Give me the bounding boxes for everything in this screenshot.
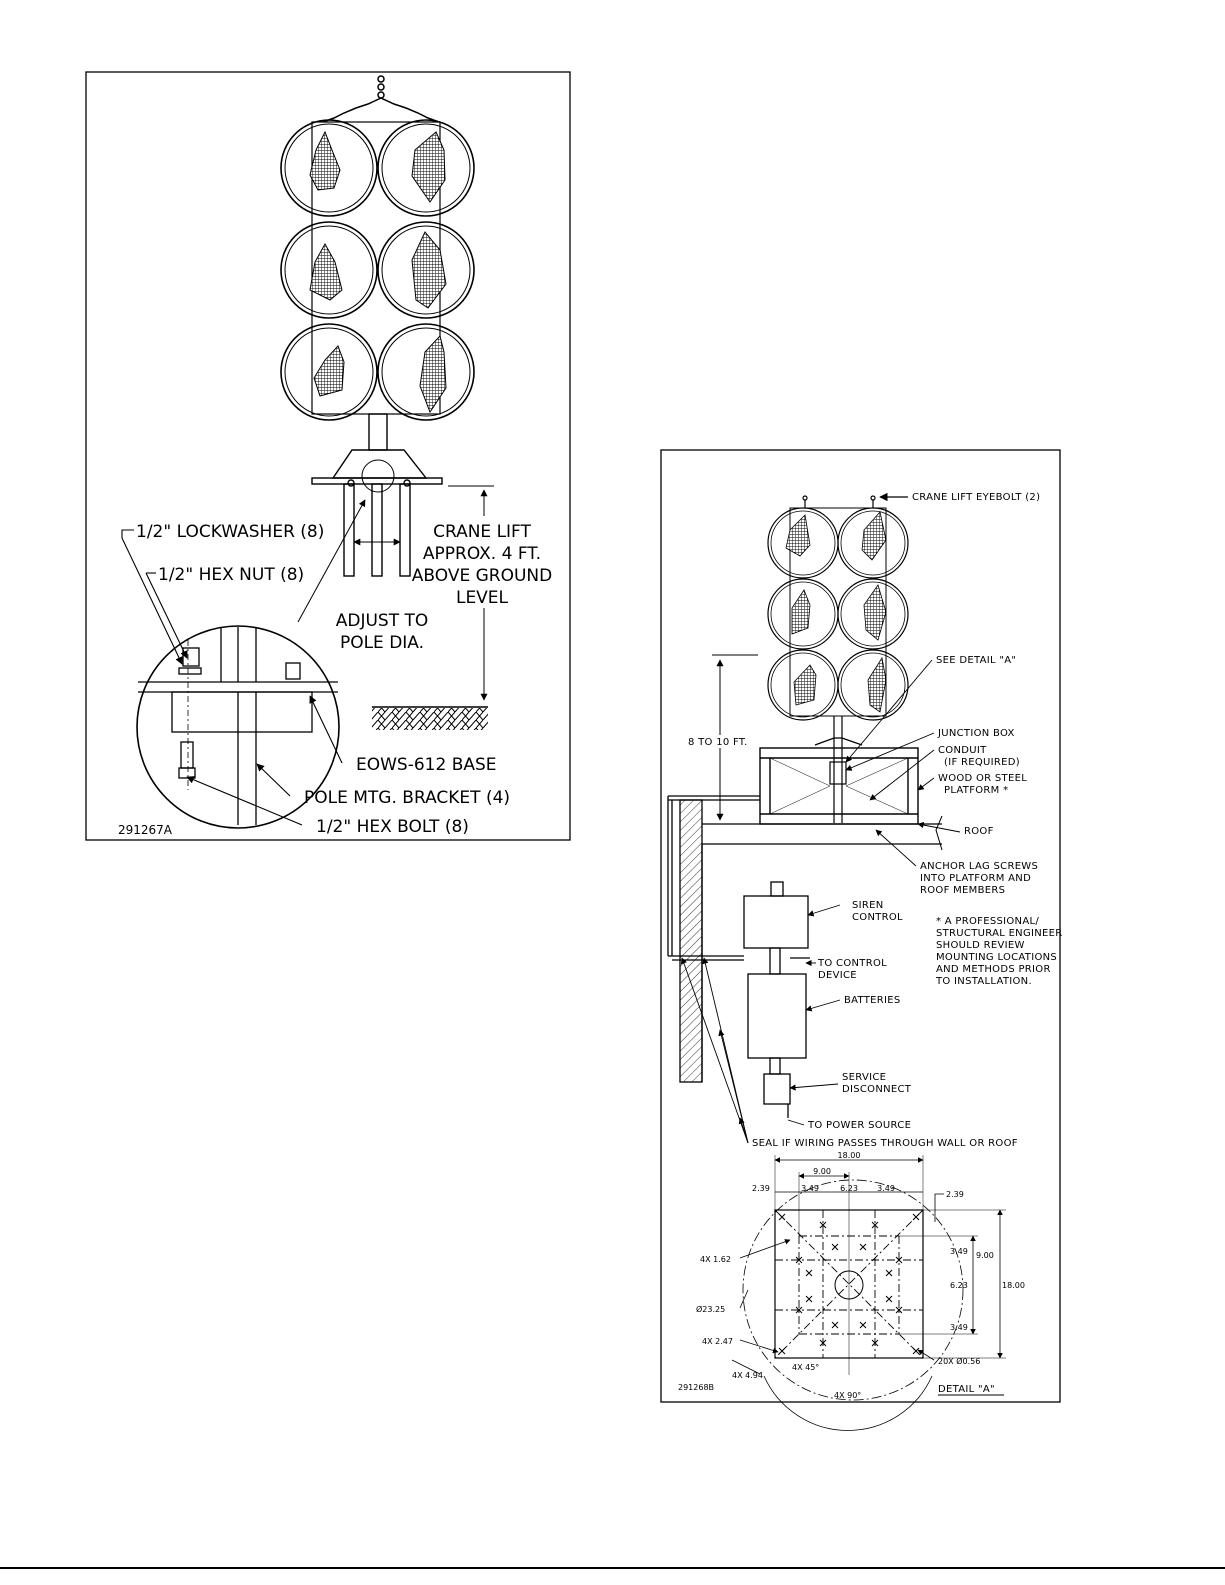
label-crane-lift-2: APPROX. 4 FT. bbox=[423, 544, 541, 564]
label-lockwasher: 1/2" LOCKWASHER (8) bbox=[136, 522, 324, 542]
dim-4x45: 4X 45° bbox=[792, 1363, 819, 1372]
label-base: EOWS-612 BASE bbox=[356, 755, 497, 775]
dim-239-right: 2.39 bbox=[946, 1190, 964, 1199]
lifting-chain bbox=[322, 75, 440, 123]
label-adjust-2: POLE DIA. bbox=[340, 633, 424, 653]
note-line-6: TO INSTALLATION. bbox=[935, 976, 1032, 987]
label-siren-1: SIREN bbox=[852, 900, 884, 911]
dim-dia-2325: Ø23.25 bbox=[696, 1304, 725, 1314]
figure-pole-mount: 1/2" LOCKWASHER (8) 1/2" HEX NUT (8) CRA… bbox=[85, 71, 571, 841]
detail-a bbox=[731, 1155, 1006, 1431]
label-hex-bolt: 1/2" HEX BOLT (8) bbox=[316, 817, 469, 837]
dim-349-a: 3.49 bbox=[801, 1184, 819, 1193]
junction-box bbox=[829, 761, 847, 785]
label-lag-3: ROOF MEMBERS bbox=[920, 885, 1005, 896]
battery-box bbox=[747, 973, 807, 1059]
dim-4x162: 4X 1.62 bbox=[700, 1255, 731, 1264]
dim-9-right: 9.00 bbox=[976, 1251, 994, 1260]
mast bbox=[814, 716, 863, 823]
note-line-3: SHOULD REVIEW bbox=[936, 940, 1025, 951]
figure-frame bbox=[85, 71, 571, 841]
platform bbox=[759, 747, 919, 825]
siren-array-2 bbox=[767, 507, 909, 721]
siren-control-box bbox=[743, 895, 809, 949]
label-control-2: DEVICE bbox=[818, 970, 857, 981]
dim-623-top: 6.23 bbox=[840, 1184, 858, 1193]
label-roof: ROOF bbox=[964, 826, 994, 837]
label-adjust-1: ADJUST TO bbox=[336, 611, 429, 631]
label-platform-2: PLATFORM * bbox=[944, 785, 1008, 796]
figure-roof-mount: CRANE LIFT EYEBOLT (2) SEE DETAIL "A" JU… bbox=[660, 449, 1063, 1431]
detail-title: DETAIL "A" bbox=[938, 1384, 995, 1395]
label-service-1: SERVICE bbox=[842, 1072, 886, 1083]
roof-wall bbox=[667, 795, 943, 1083]
label-bracket: POLE MTG. BRACKET (4) bbox=[304, 788, 510, 808]
eyebolts bbox=[802, 492, 908, 508]
label-conduit-2: (IF REQUIRED) bbox=[944, 757, 1020, 768]
label-eyebolt: CRANE LIFT EYEBOLT (2) bbox=[912, 492, 1040, 503]
label-see-detail: SEE DETAIL "A" bbox=[936, 655, 1016, 666]
label-power: TO POWER SOURCE bbox=[807, 1120, 911, 1131]
label-service-2: DISCONNECT bbox=[842, 1084, 912, 1095]
label-platform-1: WOOD OR STEEL bbox=[938, 773, 1027, 784]
control-boxes bbox=[743, 881, 810, 1118]
note-line-1: * A PROFESSIONAL/ bbox=[936, 916, 1039, 927]
label-siren-2: CONTROL bbox=[852, 912, 903, 923]
siren-array bbox=[280, 119, 475, 421]
dim-349-b: 3.49 bbox=[877, 1184, 895, 1193]
label-lag-2: INTO PLATFORM AND bbox=[920, 873, 1031, 884]
dim-18-right: 18.00 bbox=[1002, 1281, 1025, 1290]
dim-4x494: 4X 4.94 bbox=[732, 1371, 763, 1380]
label-crane-lift-1: CRANE LIFT bbox=[433, 522, 531, 542]
figure-frame-2 bbox=[660, 449, 1061, 1403]
note-line-4: MOUNTING LOCATIONS bbox=[936, 952, 1057, 963]
note-line-5: AND METHODS PRIOR bbox=[936, 964, 1051, 975]
pole-mount bbox=[311, 413, 443, 577]
label-height: 8 TO 10 FT. bbox=[688, 737, 748, 748]
label-junction-box: JUNCTION BOX bbox=[937, 728, 1015, 739]
label-crane-lift-3: ABOVE GROUND bbox=[412, 566, 552, 586]
drawing-id-2: 291268B bbox=[678, 1383, 714, 1392]
drawing-id-1: 291267A bbox=[118, 823, 173, 837]
service-disconnect-box bbox=[763, 1073, 791, 1105]
label-lag-1: ANCHOR LAG SCREWS bbox=[920, 861, 1038, 872]
label-batteries: BATTERIES bbox=[844, 995, 901, 1006]
label-conduit-1: CONDUIT bbox=[938, 745, 987, 756]
label-crane-lift-4: LEVEL bbox=[456, 588, 509, 608]
dim-4x247: 4X 2.47 bbox=[702, 1337, 733, 1346]
label-control-1: TO CONTROL bbox=[817, 958, 887, 969]
label-hex-nut: 1/2" HEX NUT (8) bbox=[158, 565, 304, 585]
note-line-2: STRUCTURAL ENGINEER bbox=[936, 928, 1063, 939]
ground-symbol bbox=[372, 708, 488, 730]
bolt-detail-circle bbox=[136, 499, 366, 829]
dim-4x90: 4X 90° bbox=[834, 1391, 861, 1400]
dim-349-r2: 3.49 bbox=[950, 1323, 968, 1332]
dim-623-right: 6.23 bbox=[950, 1281, 968, 1290]
dim-9-top: 9.00 bbox=[813, 1167, 831, 1176]
dim-18-top: 18.00 bbox=[838, 1151, 861, 1160]
label-seal: SEAL IF WIRING PASSES THROUGH WALL OR RO… bbox=[752, 1138, 1018, 1149]
dim-349-r1: 3.49 bbox=[950, 1247, 968, 1256]
dim-239-left: 2.39 bbox=[752, 1184, 770, 1193]
dim-20x: 20X Ø0.56 bbox=[938, 1356, 980, 1366]
